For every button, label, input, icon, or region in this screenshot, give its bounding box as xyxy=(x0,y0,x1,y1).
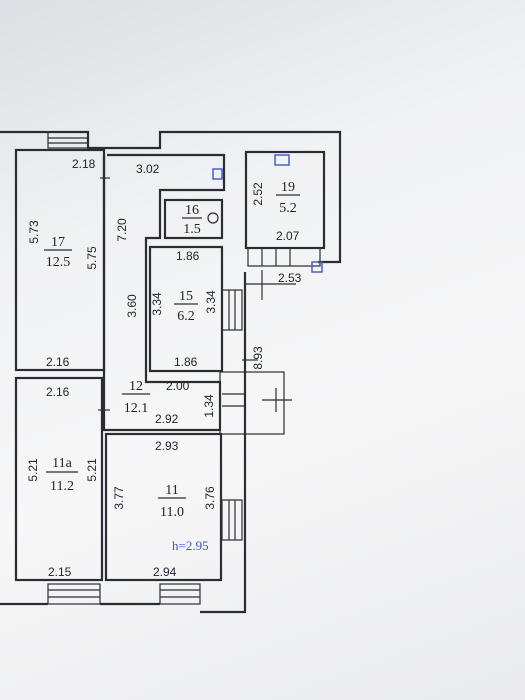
room-11-walls xyxy=(104,432,223,582)
boiler-icon xyxy=(274,154,290,166)
dim-label: 1.86 xyxy=(176,249,200,263)
outer-boundary-right xyxy=(200,272,247,614)
room-11-number: 11 xyxy=(165,483,178,498)
dim-label: 3.60 xyxy=(125,294,139,318)
room-15-number: 15 xyxy=(179,289,193,304)
room-16-area: 1.5 xyxy=(183,222,201,237)
dim-label: 5.73 xyxy=(27,220,41,244)
dim-label: 5.75 xyxy=(85,246,99,270)
room-16-walls xyxy=(163,198,224,240)
room-16-number: 16 xyxy=(185,203,199,218)
dim-label: 7.20 xyxy=(115,218,129,242)
window-bottom-11a xyxy=(47,583,101,605)
window-top-17 xyxy=(47,131,89,149)
room-11a-area: 11.2 xyxy=(50,479,74,494)
dim-label: 8.93 xyxy=(251,346,265,370)
room-12-number: 12 xyxy=(129,379,143,394)
dim-label: 5.21 xyxy=(26,458,40,482)
dim-label: 3.77 xyxy=(112,486,126,510)
dim-label: 3.02 xyxy=(136,162,160,176)
dim-label: 2.52 xyxy=(251,182,265,206)
dim-label: 2.94 xyxy=(153,565,177,579)
toilet-icon xyxy=(207,212,219,224)
dim-label: 3.34 xyxy=(150,292,164,316)
fixture-icon xyxy=(311,261,323,273)
dim-label: 2.53 xyxy=(278,271,302,285)
dim-label: 1.34 xyxy=(202,394,216,418)
room-19-area: 5.2 xyxy=(279,201,297,216)
dim-label: 1.86 xyxy=(174,355,198,369)
dim-label: 2.93 xyxy=(155,439,179,453)
dim-label: 2.92 xyxy=(155,412,179,426)
dim-label: 3.34 xyxy=(204,290,218,314)
room-11-area: 11.0 xyxy=(160,505,184,520)
room-11a-walls xyxy=(14,376,104,582)
window-15 xyxy=(221,289,243,331)
dim-label: 2.16 xyxy=(46,355,70,369)
room-12-walls xyxy=(102,153,226,432)
room-19-number: 19 xyxy=(281,180,295,195)
dim-label: 3.76 xyxy=(203,486,217,510)
dim-label: 2.00 xyxy=(166,379,190,393)
fixture-icon xyxy=(212,168,223,180)
stair-block xyxy=(247,247,321,267)
window-11 xyxy=(221,499,243,541)
porch xyxy=(219,371,285,435)
window-bottom-11 xyxy=(159,583,201,605)
room-17-area: 12.5 xyxy=(46,255,71,270)
dim-label: 5.21 xyxy=(85,458,99,482)
room-15-area: 6.2 xyxy=(177,309,195,324)
dim-label: 2.07 xyxy=(276,229,300,243)
room-11a-number: 11а xyxy=(52,456,72,471)
dim-label: 2.18 xyxy=(72,157,96,171)
dim-label: 2.15 xyxy=(48,565,72,579)
room-17-number: 17 xyxy=(51,235,65,250)
dim-label: 2.16 xyxy=(46,385,70,399)
ceiling-height: h=2.95 xyxy=(172,538,209,553)
room-12-area: 12.1 xyxy=(124,401,149,416)
